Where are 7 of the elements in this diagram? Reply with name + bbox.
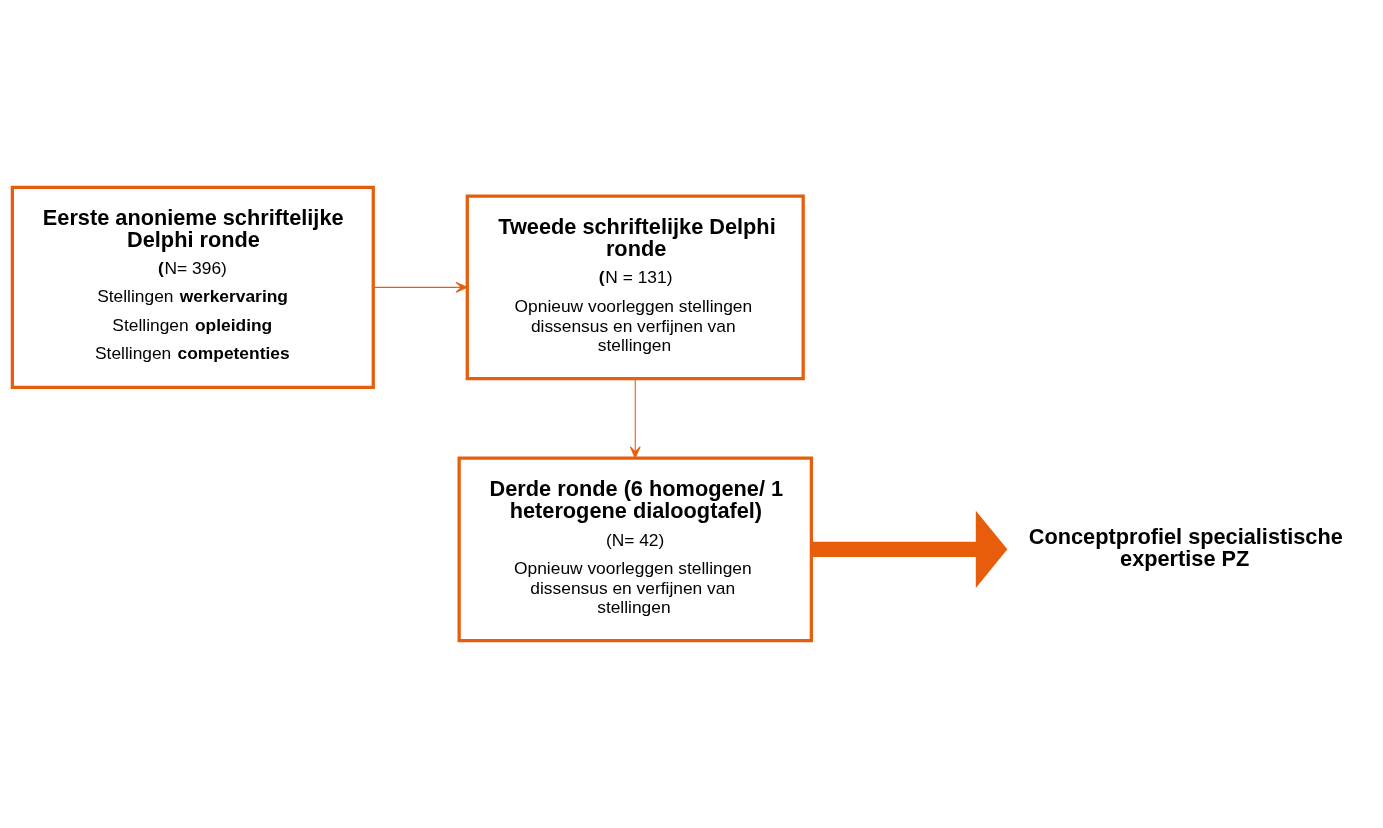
node-box: Eerste anonieme schriftelijke Delphi ronde (N= 396) Stellingen werkervaring Stellingen opleiding Stellingen competenties	[10, 185, 375, 389]
node-box: Derde ronde (6 homogene/ 1 heterogene dialoogtafel) (N= 42) Opnieuw voorleggen stellingen dissensus en verfijnen van stellingen	[457, 456, 813, 643]
arrow	[629, 378, 641, 459]
node-text: Conceptprofiel specialistische expertise PZ	[1028, 523, 1343, 571]
arrow	[372, 281, 468, 293]
node-box: Tweede schriftelijke Delphi ronde (N = 131) Opnieuw voorleggen stellingen dissensus en verfijnen van stellingen	[465, 194, 805, 381]
arrow	[811, 510, 1008, 588]
